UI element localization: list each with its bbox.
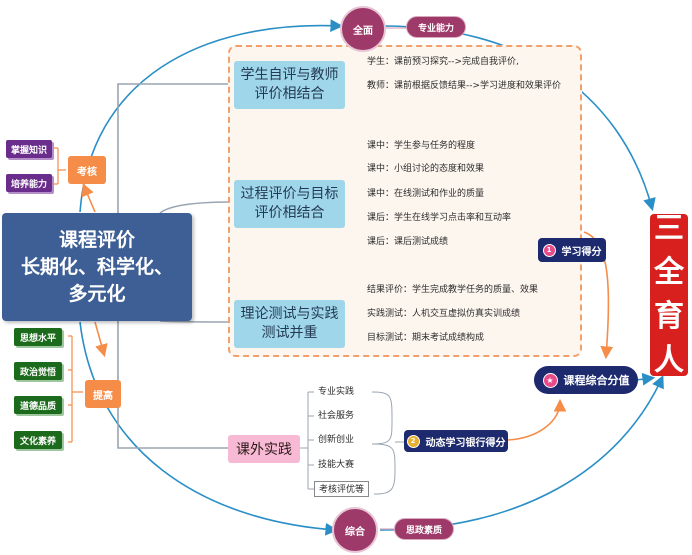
tigao-item-2: 政治觉悟 — [14, 362, 62, 380]
list-item: 教师：课前根据反馈结果-->学习进度和效果评价 — [367, 81, 562, 91]
top-pill: 专业能力 — [406, 16, 466, 38]
score-dynamic-bank: 2 动态学习银行得分 — [404, 430, 508, 452]
list-item: 实践测试：人机交互虚拟仿真实训成绩 — [367, 309, 521, 319]
final-score: ★ 课程综合分值 — [534, 366, 638, 394]
center-line-3: 多元化 — [68, 282, 126, 305]
number-badge: 1 — [542, 243, 556, 257]
category-label: 过程评价与目标 — [240, 186, 339, 202]
category-self-teacher: 学生自评与教师 评价相结合 — [234, 61, 345, 109]
center-line-1: 课程评价 — [58, 228, 135, 251]
category-label: 评价相结合 — [254, 205, 325, 221]
list-item: 技能大赛 — [318, 460, 355, 470]
score-learning: 1 学习得分 — [538, 238, 606, 262]
score-label: 动态学习银行得分 — [425, 437, 506, 449]
kaohe-item-1: 掌握知识 — [6, 140, 52, 158]
list-item: 课后：学生在线学习点击率和互动率 — [367, 213, 512, 223]
category-label: 评价相结合 — [254, 86, 325, 102]
banner-char: 育 — [654, 299, 684, 334]
banner-char: 三 — [654, 211, 684, 246]
extracurricular-node: 课外实践 — [228, 435, 300, 463]
category-label: 学生自评与教师 — [240, 67, 339, 83]
banner-char: 全 — [654, 255, 684, 290]
list-item: 专业实践 — [318, 387, 355, 397]
bottom-circle: 综合 — [332, 507, 378, 553]
list-item: 课后：课后测试成绩 — [367, 237, 449, 247]
category-process-goal: 过程评价与目标 评价相结合 — [234, 180, 345, 228]
central-node: 课程评价 长期化、科学化、 多元化 — [2, 213, 192, 321]
tigao-item-1: 思想水平 — [14, 328, 62, 346]
list-item: 结果评价：学生完成教学任务的质量、效果 — [367, 285, 539, 295]
center-line-2: 长期化、科学化、 — [20, 255, 173, 278]
category-theory-practice: 理论测试与实践 测试并重 — [234, 300, 345, 348]
list-item: 学生：课前预习探究-->完成自我评价, — [367, 57, 519, 67]
list-item: 课中：小组讨论的态度和效果 — [367, 164, 485, 174]
tigao-item-3: 道德品质 — [14, 396, 62, 414]
kaohe-item-2: 培养能力 — [6, 174, 52, 192]
three-whole-education-banner: 三 全 育 人 — [650, 211, 688, 378]
list-item: 创新创业 — [318, 435, 355, 445]
list-item: 社会服务 — [318, 411, 355, 421]
kaohe-node: 考核 — [68, 156, 106, 184]
number-badge: 2 — [406, 434, 420, 448]
banner-char: 人 — [654, 343, 684, 378]
list-item: 课中：在线测试和作业的质量 — [367, 189, 485, 199]
list-item: 课中：学生参与任务的程度 — [367, 141, 476, 151]
list-item: 目标测试：期末考试成绩构成 — [367, 333, 485, 343]
top-circle: 全面 — [340, 6, 386, 52]
tigao-item-4: 文化素养 — [14, 431, 62, 449]
final-score-label: 课程综合分值 — [563, 374, 630, 387]
star-icon: ★ — [542, 372, 558, 388]
category-label: 测试并重 — [261, 325, 318, 341]
category-label: 理论测试与实践 — [240, 306, 339, 322]
bottom-pill: 思政素质 — [394, 518, 454, 540]
score-label: 学习得分 — [561, 246, 602, 258]
bottom-arc — [79, 321, 339, 536]
tigao-node: 提高 — [85, 380, 121, 408]
list-item: 考核评优等 — [314, 481, 370, 497]
